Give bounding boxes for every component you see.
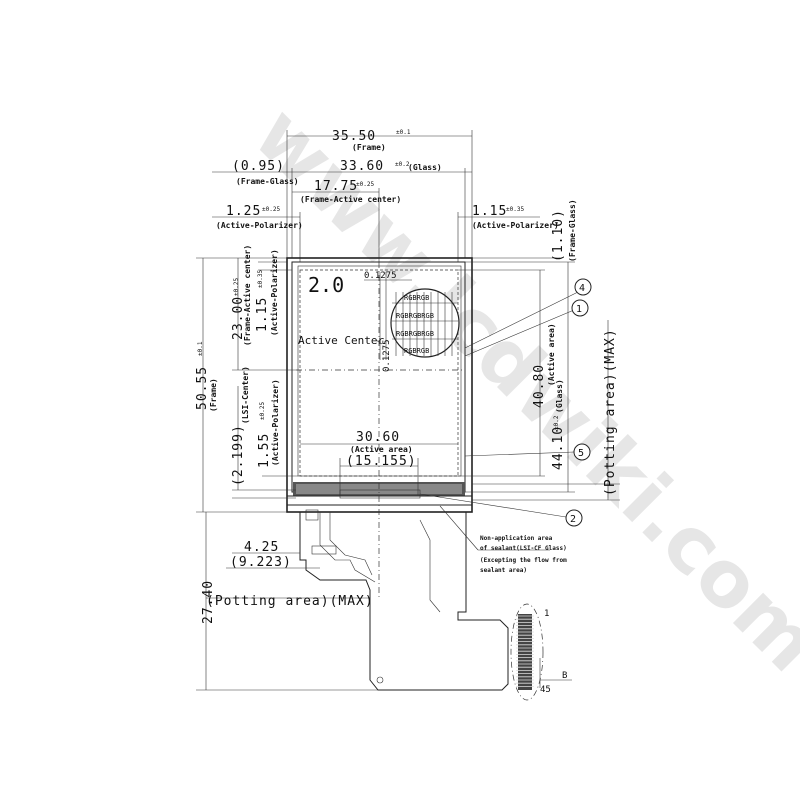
pixel-row-4: RGBRGB [404, 347, 429, 355]
callout-1 [571, 299, 589, 317]
callout-2 [565, 509, 583, 527]
right-dimensions: 40.80 (Active area) 44.10 ±0.2 (Glass) (… [458, 261, 620, 501]
left-dimensions: 50.55 ±0.1 (Frame) 23.00 ±0.25 (Frame-Ac… [195, 245, 298, 513]
pixel-row-3: RGBRGBRGB [396, 330, 434, 338]
frame-height-tol: ±0.1 [197, 341, 204, 356]
note-line-1: Non-application area [480, 535, 553, 542]
glass-height-tol: ±0.2 [553, 415, 560, 430]
glass-width-dim: 33.60 [340, 159, 384, 174]
callout-1-label: 1 [576, 304, 582, 315]
vert-frame-active-center-tol: ±0.25 [233, 278, 240, 296]
callouts: 4 1 5 2 [419, 278, 592, 527]
active-polarizer-right-tol: ±0.35 [506, 206, 524, 213]
callout-4-label: 4 [579, 283, 585, 294]
glass-height-dim: 44.10 [551, 426, 566, 470]
lsi-center-label: (LSI-Center) [241, 366, 250, 424]
active-polarizer-right-dim: 1.15 [472, 204, 507, 219]
frame-active-center-tol: ±0.25 [356, 181, 374, 188]
pixel-row-1: RGBRGB [404, 294, 429, 302]
fpc-offset-dim: 4.25 [244, 540, 279, 555]
glass-width-tol: ±0.2 [395, 161, 410, 168]
vert-active-polarizer-top-tol: ±0.35 [257, 270, 264, 288]
fpc-offset-ref-dim: (9.223) [230, 555, 292, 570]
frame-active-center-label: (Frame-Active center) [300, 194, 401, 204]
callout-4 [574, 278, 592, 296]
glass-height-label: (Glass) [555, 379, 564, 413]
active-center-label: Active Center [298, 334, 384, 347]
active-polarizer-left-tol: ±0.25 [262, 206, 280, 213]
frame-active-center-dim: 17.75 [314, 179, 358, 194]
glass-label: (Glass) [408, 163, 442, 172]
vert-active-polarizer-bottom-tol: ±0.25 [259, 402, 266, 420]
vert-active-polarizer-bottom-label: (Active-Polarizer) [270, 379, 280, 466]
note-line-4: sealant area) [480, 567, 527, 574]
connector-ref: B [562, 671, 567, 681]
vert-active-polarizer-top-dim: 1.15 [255, 297, 270, 332]
active-area-width-label: (Active area) [350, 444, 413, 454]
connector-pin-last: 45 [540, 685, 551, 695]
active-area-width-dim: 30.60 [356, 430, 400, 445]
vert-frame-active-center-dim: 23.00 [231, 296, 246, 340]
fpc-dimensions: 27.40 4.25 (9.223) (Potting area)(MAX) [196, 512, 378, 691]
frame-glass-right-dim: (1.10) [551, 209, 566, 262]
frame-height-label: (Frame) [209, 378, 218, 412]
active-area-height-label: (Active area) [546, 323, 556, 386]
frame-width-tol: ±0.1 [396, 129, 411, 136]
note-line-2: of sealant(LSI-CF Glass) [480, 545, 567, 552]
connector-pin-first: 1 [544, 609, 549, 619]
frame-height-dim: 50.55 [195, 366, 210, 410]
vert-frame-active-center-label: (Frame-Active center) [242, 245, 252, 346]
fpc-length-dim: 27.40 [201, 580, 216, 624]
potting-area-right-label: (Potting area)(MAX) [603, 328, 618, 496]
frame-width-dim: 35.50 [332, 129, 376, 144]
frame-glass-left-dim: (0.95) [232, 159, 285, 174]
pixel-pitch-annotation: 0.1275 0.1275 [364, 271, 412, 372]
lsi-offset-dim: (15.155) [346, 454, 417, 469]
frame-label: (Frame) [352, 143, 386, 152]
pixel-pitch-v: 0.1275 [382, 339, 392, 372]
frame-glass-right-label: (Frame-Glass) [568, 199, 577, 262]
active-polarizer-left-dim: 1.25 [226, 204, 261, 219]
pixel-row-2: RGBRGBRGB [396, 312, 434, 320]
active-area-dimensions: 30.60 (Active area) (15.155) [300, 430, 458, 495]
pixel-magnifier: RGBRGB RGBRGBRGB RGBRGBRGB RGBRGB [390, 288, 460, 358]
pixel-pitch-h: 0.1275 [364, 271, 397, 281]
frame-glass-left-label: (Frame-Glass) [236, 177, 299, 186]
fpc-connector: 1 45 B [510, 603, 572, 701]
potting-area-bottom-label: (Potting area)(MAX) [206, 594, 374, 609]
callout-2-label: 2 [570, 514, 576, 525]
active-area-height-dim: 40.80 [532, 364, 547, 408]
vert-active-polarizer-top-label: (Active-Polarizer) [269, 249, 279, 336]
lsi-center-dim: (2.199) [231, 424, 246, 486]
panel-size-label: 2.0 [308, 273, 344, 297]
vert-active-polarizer-bottom-dim: 1.55 [257, 433, 272, 468]
callout-5 [573, 443, 591, 461]
active-polarizer-right-label: (Active-Polarizer) [472, 220, 559, 230]
active-polarizer-left-label: (Active-Polarizer) [216, 220, 303, 230]
active-center-leader [375, 339, 383, 345]
sealant-note: Non-application area of sealant(LSI-CF G… [439, 505, 567, 574]
callout-5-label: 5 [578, 448, 584, 459]
note-line-3: (Excepting the flow from [480, 557, 567, 564]
top-dimensions: 35.50 ±0.1 (Frame) (0.95) (Frame-Glass) … [212, 129, 577, 262]
